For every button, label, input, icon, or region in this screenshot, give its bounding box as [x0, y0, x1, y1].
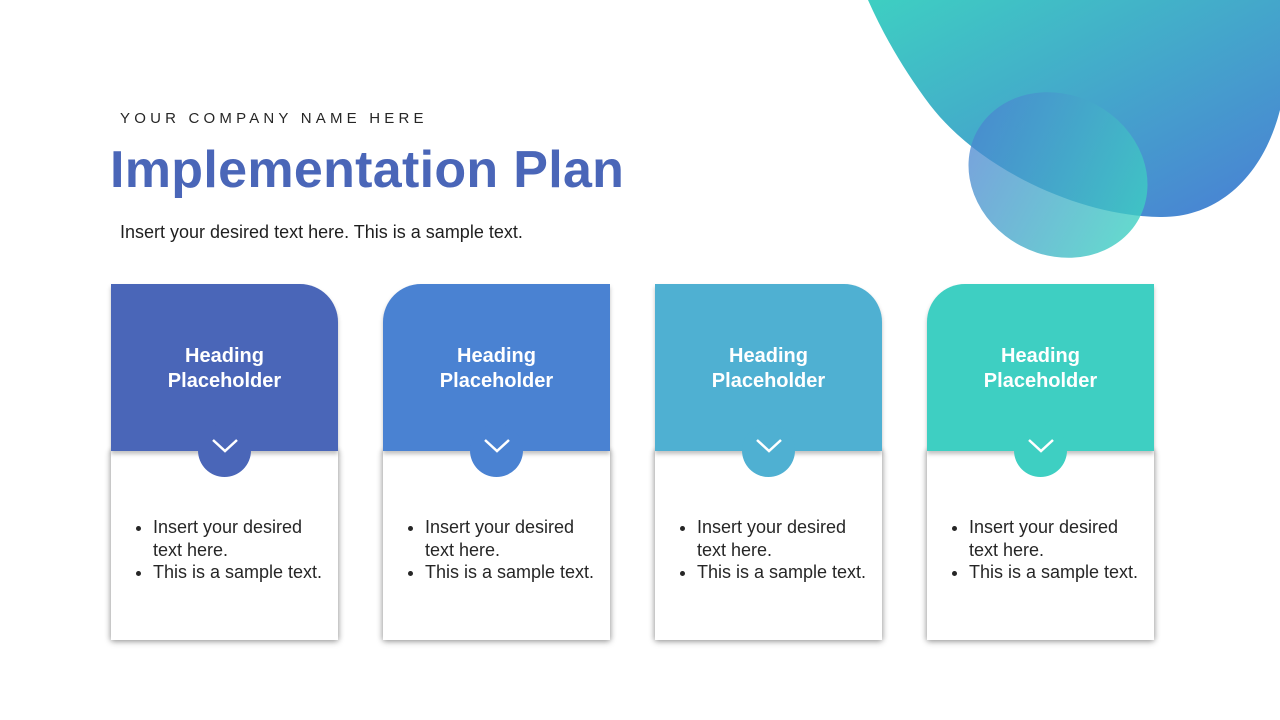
subtitle-text: Insert your desired text here. This is a…: [120, 222, 523, 242]
heading-line-2: Placeholder: [711, 370, 826, 392]
card-heading: Heading Placeholder: [655, 344, 882, 394]
heading-line-1: Heading: [1001, 345, 1080, 367]
card-heading: Heading Placeholder: [111, 344, 338, 394]
heading-line-2: Placeholder: [439, 370, 554, 392]
heading-line-1: Heading: [457, 345, 536, 367]
plan-card-2: Heading Placeholder Insert your desired …: [383, 284, 610, 640]
card-header: Heading Placeholder: [655, 284, 882, 451]
bullet-item: This is a sample text.: [153, 561, 333, 584]
small-gradient-blob: [968, 92, 1148, 258]
page-title: Implementation Plan: [110, 141, 625, 199]
bullet-item: Insert your desired text here.: [425, 516, 605, 561]
bullet-item: This is a sample text.: [425, 561, 605, 584]
card-body: [927, 450, 1154, 640]
card-heading: Heading Placeholder: [383, 344, 610, 394]
bullet-item: Insert your desired text here.: [697, 516, 877, 561]
bullet-item: Insert your desired text here.: [153, 516, 333, 561]
card-body: [655, 450, 882, 640]
heading-line-2: Placeholder: [983, 370, 1098, 392]
card-header: Heading Placeholder: [383, 284, 610, 451]
card-body: [111, 450, 338, 640]
company-name: YOUR COMPANY NAME HERE: [120, 110, 428, 127]
chevron-down-icon: [1014, 424, 1067, 477]
plan-card-4: Heading Placeholder Insert your desired …: [927, 284, 1154, 640]
heading-line-2: Placeholder: [167, 370, 282, 392]
card-heading: Heading Placeholder: [927, 344, 1154, 394]
plan-card-3: Heading Placeholder Insert your desired …: [655, 284, 882, 640]
bullet-list: Insert your desired text here. This is a…: [951, 516, 1149, 584]
large-gradient-blob: [868, 0, 1280, 218]
card-body: [383, 450, 610, 640]
bullet-item: This is a sample text.: [969, 561, 1149, 584]
plan-card-1: Heading Placeholder Insert your desired …: [111, 284, 338, 640]
bullet-list: Insert your desired text here. This is a…: [407, 516, 605, 584]
chevron-down-icon: [198, 424, 251, 477]
bullet-item: This is a sample text.: [697, 561, 877, 584]
bullet-list: Insert your desired text here. This is a…: [679, 516, 877, 584]
heading-line-1: Heading: [185, 345, 264, 367]
card-header: Heading Placeholder: [927, 284, 1154, 451]
bullet-item: Insert your desired text here.: [969, 516, 1149, 561]
chevron-down-icon: [742, 424, 795, 477]
heading-line-1: Heading: [729, 345, 808, 367]
chevron-down-icon: [470, 424, 523, 477]
bullet-list: Insert your desired text here. This is a…: [135, 516, 333, 584]
card-header: Heading Placeholder: [111, 284, 338, 451]
